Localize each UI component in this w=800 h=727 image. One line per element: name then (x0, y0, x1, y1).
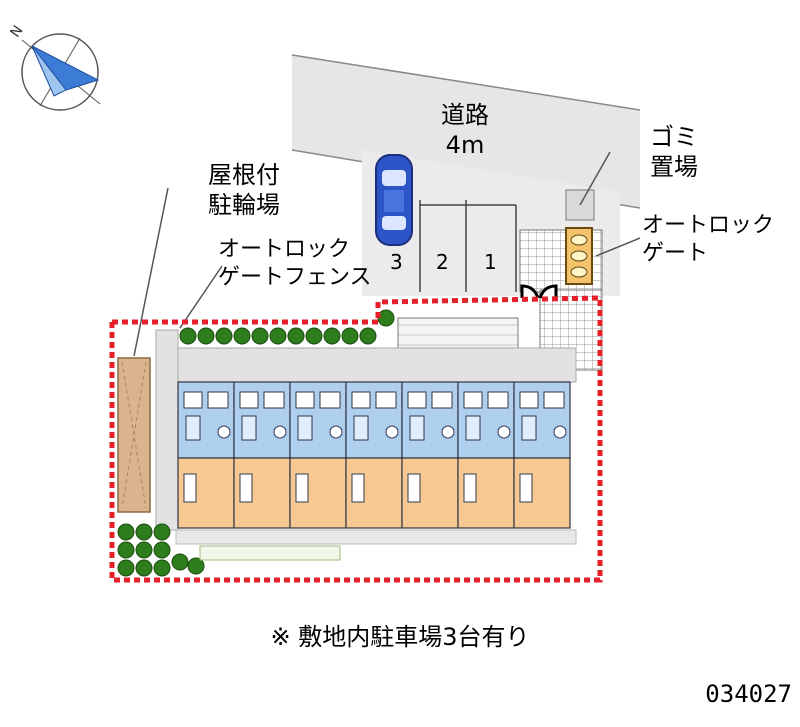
road-width: 4m (445, 131, 485, 159)
compass-icon: N (7, 23, 101, 111)
garbage-label-line1: ゴミ (650, 123, 698, 151)
parking-slot-3: 3 (390, 250, 403, 274)
unit (177, 381, 235, 529)
car-icon (375, 154, 413, 246)
fence-label-line1: オートロック (218, 237, 351, 262)
hedge-bottom (117, 523, 205, 577)
unit (401, 381, 459, 529)
parking-note: ※ 敷地内駐車場3台有り (270, 623, 530, 651)
unit (289, 381, 347, 529)
fence-label-line2: ゲートフェンス (218, 265, 372, 290)
gate-label-line2: ゲート (642, 241, 709, 266)
gate-label-line1: オートロック (642, 213, 775, 238)
property-code: 034027 (705, 680, 792, 708)
hedge-top (179, 309, 395, 345)
gate-label: オートロック ゲート (642, 212, 774, 268)
road-name: 道路 (441, 101, 489, 129)
parking-slot-2: 2 (436, 250, 449, 274)
garbage-label-line2: 置場 (650, 153, 698, 181)
side-path (155, 329, 179, 531)
unit (457, 381, 515, 529)
gate-door-icon (520, 284, 558, 299)
bicycle-label: 屋根付 駐輪場 (208, 160, 280, 220)
garbage-label: ゴミ 置場 (650, 122, 698, 182)
road-area (292, 55, 640, 208)
bicycle-label-line2: 駐輪場 (208, 191, 280, 219)
gate-panel-icon (565, 227, 593, 285)
compass-letter: N (7, 23, 26, 41)
unit (233, 381, 291, 529)
parking-slot-1: 1 (484, 250, 497, 274)
property-boundary (109, 295, 603, 583)
bicycle-label-line1: 屋根付 (208, 161, 280, 189)
fence-label: オートロック ゲートフェンス (218, 236, 372, 292)
unit (345, 381, 403, 529)
back-path (175, 529, 577, 545)
road-label: 道路 4m (420, 100, 510, 160)
corridor (175, 347, 577, 383)
unit (513, 381, 571, 529)
entrance-steps (397, 317, 519, 349)
apartment-building (177, 381, 571, 529)
garden-strip (199, 545, 341, 561)
